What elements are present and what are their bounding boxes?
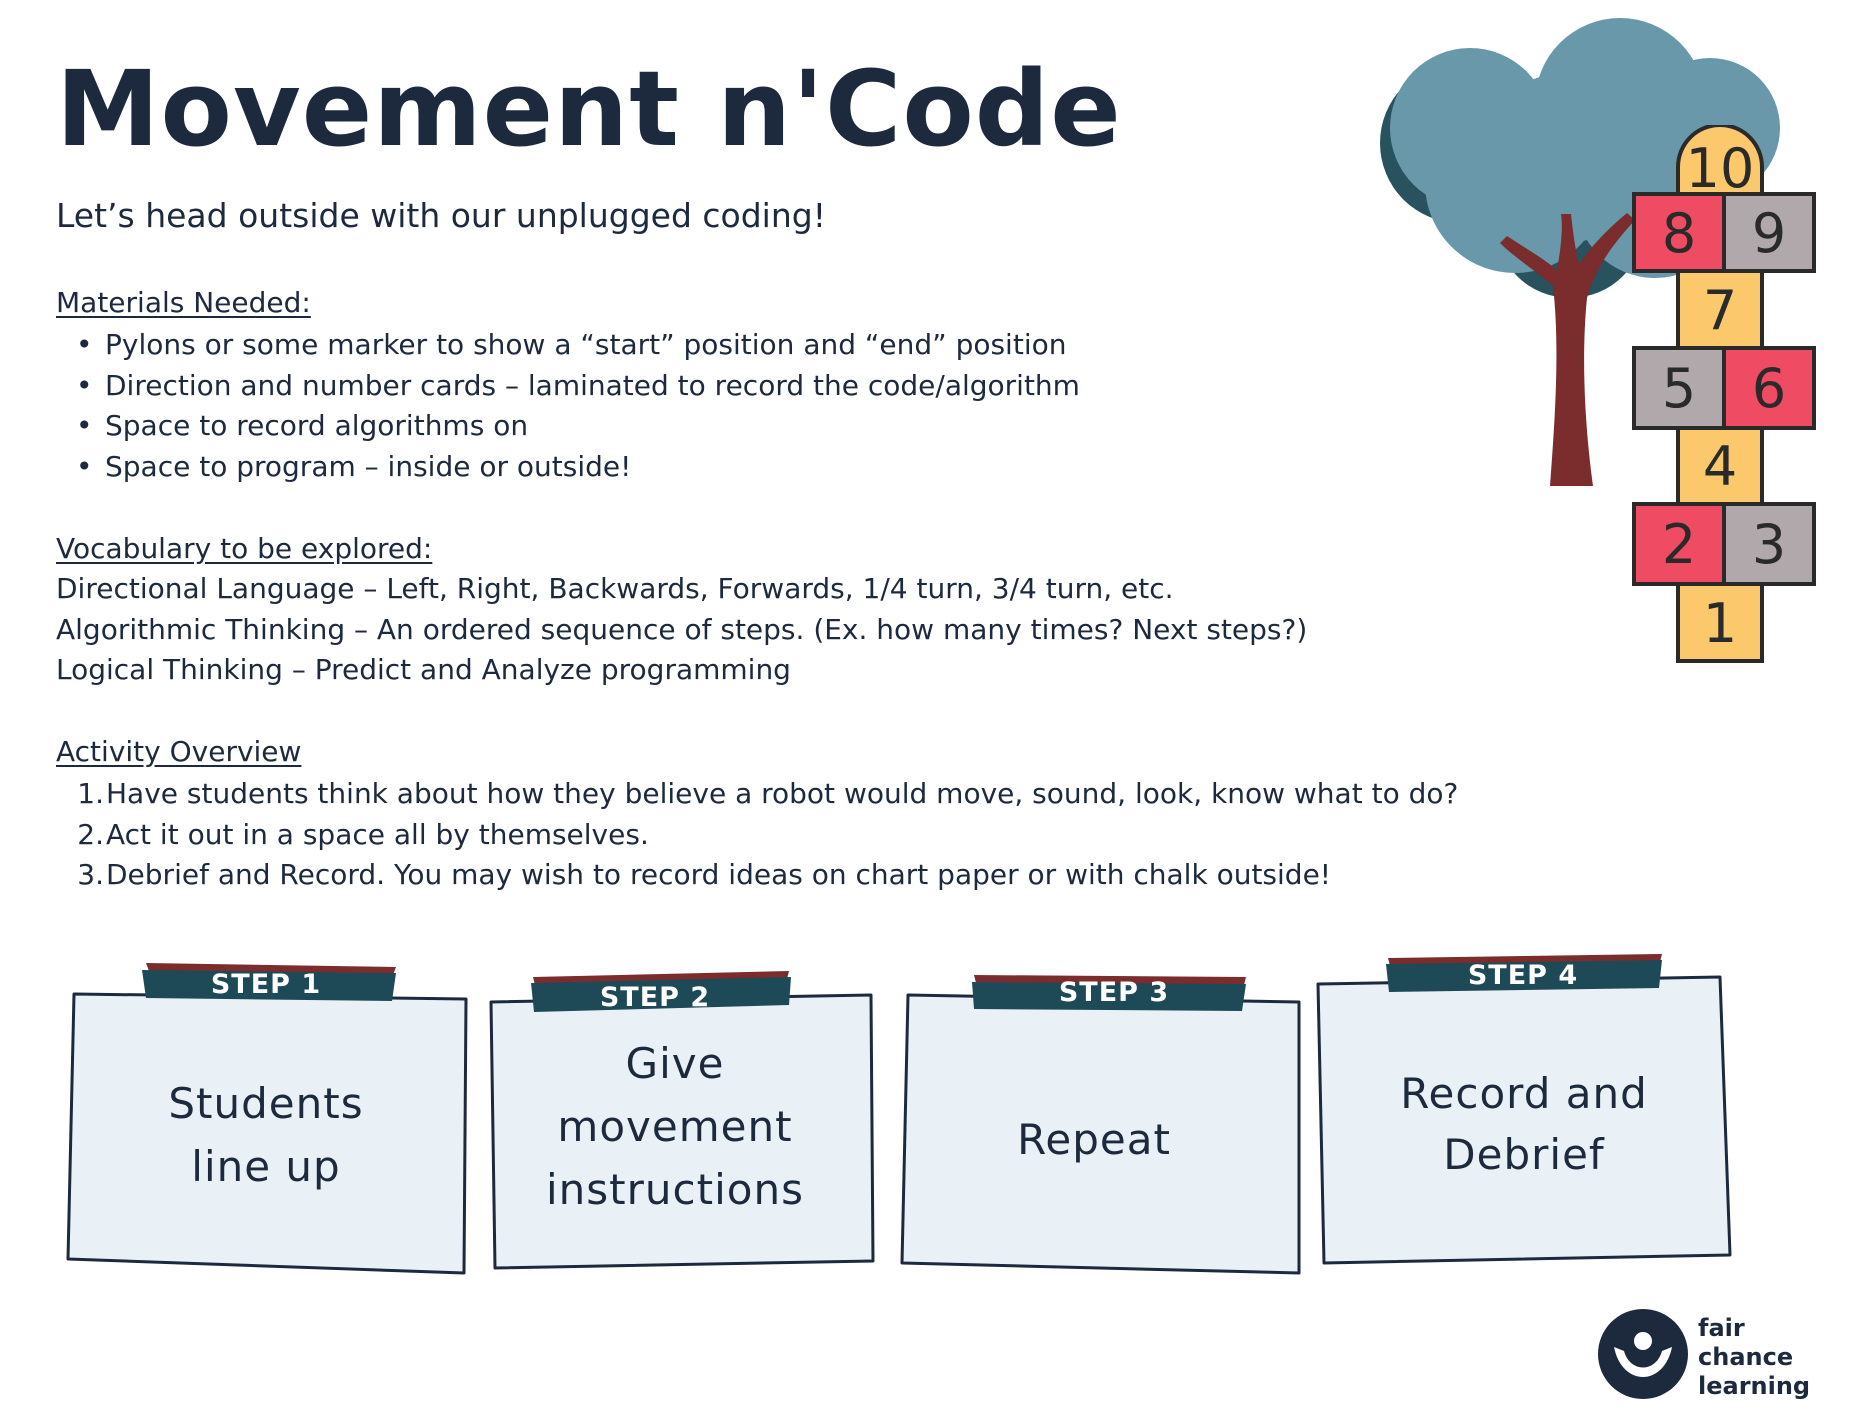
logo-wordmark: fair chance learning [1698, 1314, 1810, 1401]
step-label: STEP 3 [1058, 977, 1170, 1008]
step-text-line: Record and [1400, 1069, 1648, 1118]
overview-item-text: Debrief and Record. You may wish to reco… [106, 858, 1332, 891]
vocabulary-line: Logical Thinking – Predict and Analyze p… [56, 653, 791, 686]
overview-item: 2.Act it out in a space all by themselve… [56, 815, 1458, 856]
logo-line: learning [1698, 1372, 1811, 1400]
overview-item: 3.Debrief and Record. You may wish to re… [56, 855, 1458, 896]
hopscotch-square-3 [1722, 502, 1816, 586]
fair-chance-learning-logo-icon [1598, 1309, 1688, 1399]
step-text-line: Give [625, 1039, 725, 1088]
step-label: STEP 1 [210, 969, 322, 1000]
page-subtitle: Let’s head outside with our unplugged co… [56, 196, 826, 235]
hopscotch-number: 7 [1703, 279, 1737, 342]
overview-item-text: Act it out in a space all by themselves. [106, 817, 649, 851]
step-text-line: Repeat [1017, 1115, 1171, 1164]
hopscotch-square-8 [1632, 192, 1726, 273]
hopscotch-square-7 [1676, 269, 1764, 350]
step-card-3: STEP 3 Repeat [900, 955, 1302, 1275]
overview-list: 1.Have students think about how they bel… [56, 774, 1458, 896]
hopscotch-illustration: 10 8 9 7 5 6 4 2 3 1 [1632, 125, 1816, 663]
hopscotch-number: 4 [1703, 435, 1737, 498]
step-text-line: movement [557, 1102, 793, 1151]
vocabulary-heading: Vocabulary to be explored: [56, 532, 433, 565]
step-label: STEP 2 [599, 982, 711, 1013]
materials-item: Pylons or some marker to show a “start” … [56, 325, 1080, 366]
hopscotch-square-1 [1676, 582, 1764, 663]
step-card-1: STEP 1 Students line up [66, 955, 468, 1275]
overview-item-number: 2. [77, 817, 104, 851]
hopscotch-number: 6 [1752, 357, 1786, 420]
hopscotch-number: 10 [1686, 137, 1755, 200]
step-text: Repeat [894, 1108, 1294, 1171]
hopscotch-square-6 [1722, 346, 1816, 430]
materials-list: Pylons or some marker to show a “start” … [56, 325, 1080, 487]
step-label: STEP 4 [1467, 960, 1579, 991]
step-card-2: STEP 2 Give movement instructions [489, 955, 889, 1270]
hopscotch-number: 5 [1662, 357, 1696, 420]
vocabulary-line: Algorithmic Thinking – An ordered sequen… [56, 612, 1308, 646]
vocabulary-line: Directional Language – Left, Right, Back… [56, 572, 1174, 605]
logo-line: fair [1698, 1314, 1745, 1342]
hopscotch-number: 8 [1662, 202, 1696, 265]
step-card-frame [900, 975, 1301, 1275]
tree-trunk [1500, 213, 1635, 486]
hopscotch-square-4 [1676, 426, 1764, 506]
hopscotch-number: 2 [1662, 513, 1696, 576]
materials-heading: Materials Needed: [56, 286, 311, 319]
hopscotch-number: 3 [1752, 513, 1786, 576]
step-text-line: line up [191, 1142, 341, 1191]
vocabulary-list: Directional Language – Left, Right, Back… [56, 569, 1307, 691]
step-text: Students line up [66, 1072, 466, 1198]
step-text: Give movement instructions [475, 1032, 875, 1221]
hopscotch-number: 9 [1752, 202, 1786, 265]
foliage-blob [1480, 73, 1650, 243]
overview-item-number: 3. [77, 858, 104, 891]
hopscotch-square-10 [1676, 125, 1764, 196]
step-card-4: STEP 4 Record and Debrief [1316, 950, 1732, 1265]
materials-item: Space to program – inside or outside! [56, 447, 1080, 488]
step-card-frame [1316, 954, 1732, 1265]
logo-line: chance [1698, 1343, 1794, 1371]
materials-item: Direction and number cards – laminated t… [56, 366, 1080, 407]
overview-heading: Activity Overview [56, 735, 302, 768]
step-card-frame [66, 963, 468, 1275]
step-text: Record and Debrief [1324, 1063, 1724, 1185]
step-text-line: Students [168, 1079, 364, 1128]
hopscotch-number: 1 [1703, 592, 1737, 655]
step-text-line: instructions [546, 1165, 804, 1214]
overview-item: 1.Have students think about how they bel… [56, 774, 1458, 815]
page-title: Movement n'Code [56, 48, 1122, 170]
hopscotch-square-9 [1722, 192, 1816, 273]
overview-item-number: 1. [77, 777, 104, 810]
materials-item: Space to record algorithms on [56, 406, 1080, 447]
overview-item-text: Have students think about how they belie… [106, 777, 1459, 810]
step-card-frame [489, 971, 875, 1270]
step-text-line: Debrief [1443, 1130, 1605, 1179]
